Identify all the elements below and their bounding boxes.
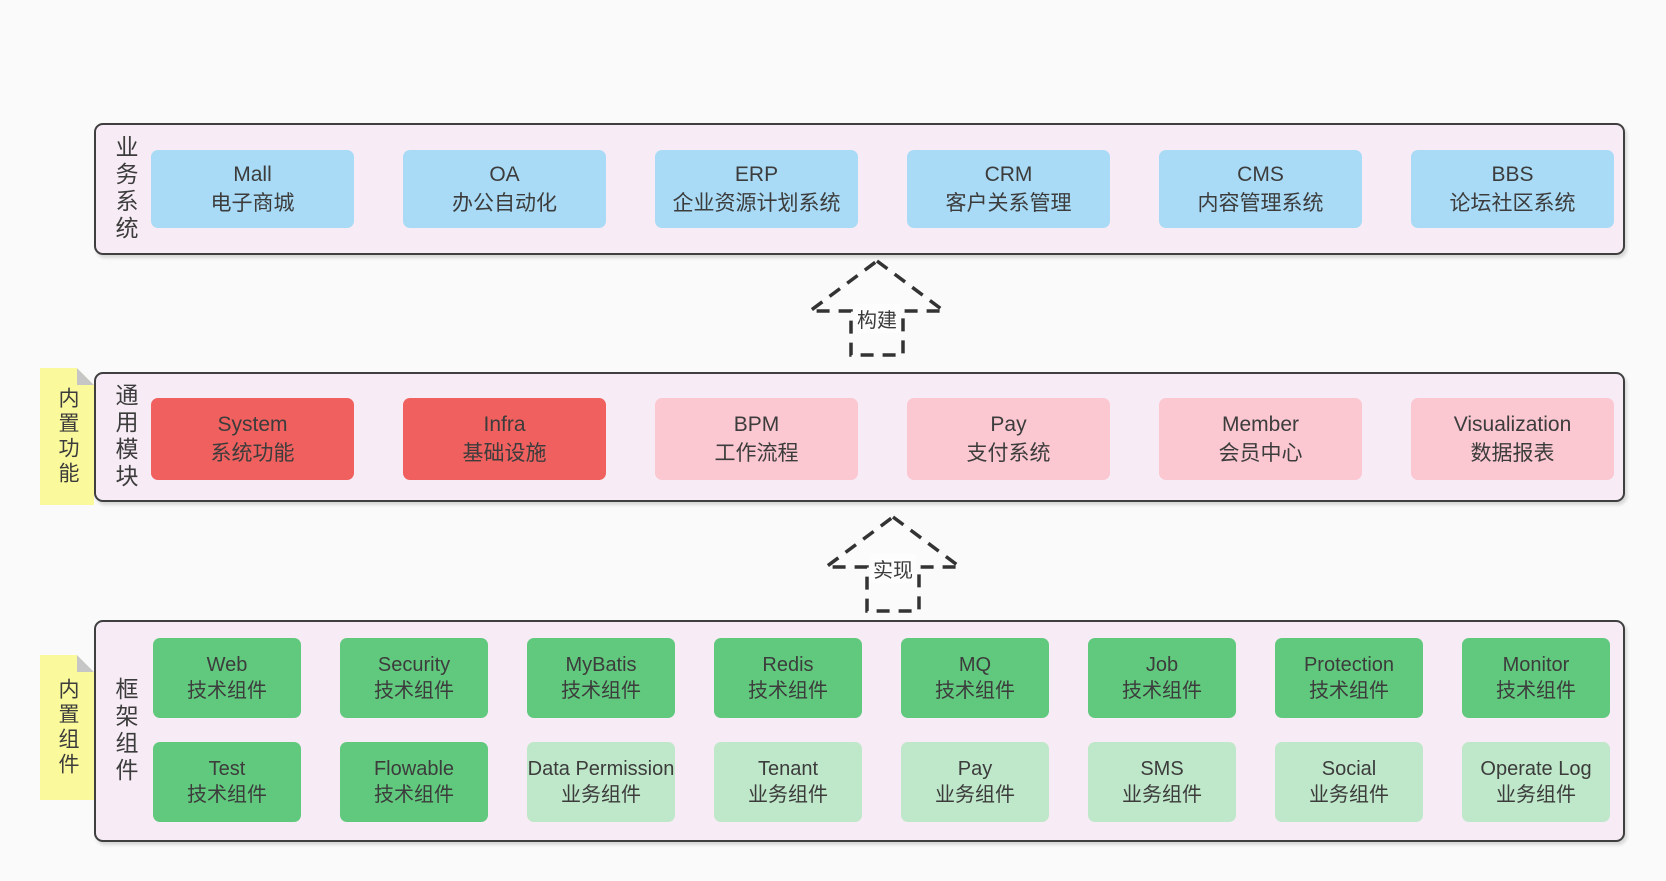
box-title-en: Security — [377, 654, 451, 676]
box-title-en: Pay — [990, 413, 1027, 436]
box-visualization: Visualization 数据报表 — [1411, 398, 1614, 480]
box-title-en: Flowable — [373, 758, 455, 780]
box-title-en: Web — [206, 654, 248, 676]
box-bbs: BBS 论坛社区系统 — [1411, 150, 1614, 228]
box-title-zh: 技术组件 — [748, 680, 828, 702]
box-title-zh: 业务组件 — [935, 784, 1015, 806]
box-title-zh: 内容管理系统 — [1197, 192, 1324, 215]
box-title-en: MQ — [958, 654, 992, 676]
box-title-en: Member — [1221, 413, 1300, 436]
box-test: Test 技术组件 — [153, 742, 301, 822]
panel-label-framework-components: 框架组件 — [112, 677, 138, 785]
box-oa: OA 办公自动化 — [403, 150, 606, 228]
box-title-en: BBS — [1491, 163, 1534, 186]
arrow-build-label: 构建 — [854, 304, 900, 333]
box-security: Security 技术组件 — [340, 638, 488, 718]
box-title-zh: 技术组件 — [374, 680, 454, 702]
box-title-zh: 系统功能 — [210, 442, 295, 465]
panel-business-systems: 业务系统 Mall 电子商城 OA 办公自动化 ERP 企业资源计划系统 CRM… — [94, 123, 1625, 255]
box-title-zh: 论坛社区系统 — [1449, 192, 1576, 215]
box-title-en: CMS — [1237, 163, 1284, 186]
box-title-zh: 业务组件 — [561, 784, 641, 806]
box-title-zh: 企业资源计划系统 — [672, 192, 841, 215]
box-title-zh: 技术组件 — [1496, 680, 1576, 702]
box-title-en: Protection — [1303, 654, 1395, 676]
box-system: System 系统功能 — [151, 398, 354, 480]
box-title-en: System — [217, 413, 288, 436]
box-title-zh: 技术组件 — [561, 680, 641, 702]
box-title-zh: 支付系统 — [966, 442, 1051, 465]
box-title-zh: 业务组件 — [1496, 784, 1576, 806]
box-title-en: ERP — [734, 163, 779, 186]
box-title-en: MyBatis — [565, 654, 637, 676]
box-title-zh: 基础设施 — [462, 442, 547, 465]
folded-corner-icon — [77, 655, 94, 672]
box-title-zh: 客户关系管理 — [945, 192, 1072, 215]
box-title-zh: 业务组件 — [748, 784, 828, 806]
arrow-implement-label: 实现 — [870, 554, 916, 583]
box-title-en: Infra — [483, 413, 526, 436]
box-infra: Infra 基础设施 — [403, 398, 606, 480]
box-title-en: Monitor — [1502, 654, 1570, 676]
sticky-built-in-features: 内置功能 — [40, 368, 94, 505]
box-title-zh: 办公自动化 — [452, 192, 557, 215]
box-protection: Protection 技术组件 — [1275, 638, 1423, 718]
box-member: Member 会员中心 — [1159, 398, 1362, 480]
sticky-label: 内置功能 — [56, 386, 79, 487]
folded-corner-icon — [77, 368, 94, 385]
box-monitor: Monitor 技术组件 — [1462, 638, 1610, 718]
box-title-en: Tenant — [757, 758, 819, 780]
box-title-en: Redis — [762, 654, 814, 676]
box-title-zh: 会员中心 — [1218, 442, 1303, 465]
box-title-zh: 电子商城 — [210, 192, 295, 215]
box-title-en: Operate Log — [1480, 758, 1592, 780]
box-title-en: Job — [1145, 654, 1179, 676]
box-flowable: Flowable 技术组件 — [340, 742, 488, 822]
box-erp: ERP 企业资源计划系统 — [655, 150, 858, 228]
box-job: Job 技术组件 — [1088, 638, 1236, 718]
sticky-built-in-components: 内置组件 — [40, 655, 94, 800]
box-pay-module: Pay 支付系统 — [907, 398, 1110, 480]
box-title-en: Data Permission — [527, 758, 675, 780]
box-web: Web 技术组件 — [153, 638, 301, 718]
box-social: Social 业务组件 — [1275, 742, 1423, 822]
box-pay-component: Pay 业务组件 — [901, 742, 1049, 822]
box-title-zh: 技术组件 — [187, 680, 267, 702]
box-title-zh: 技术组件 — [935, 680, 1015, 702]
box-mybatis: MyBatis 技术组件 — [527, 638, 675, 718]
box-title-en: Pay — [957, 758, 993, 780]
box-title-en: BPM — [733, 413, 780, 436]
box-cms: CMS 内容管理系统 — [1159, 150, 1362, 228]
box-data-permission: Data Permission 业务组件 — [527, 742, 675, 822]
box-crm: CRM 客户关系管理 — [907, 150, 1110, 228]
panel-label-common-modules: 通用模块 — [112, 383, 138, 491]
box-title-en: Test — [208, 758, 246, 780]
box-title-zh: 业务组件 — [1122, 784, 1202, 806]
box-title-en: SMS — [1140, 758, 1184, 780]
box-title-en: OA — [489, 163, 520, 186]
box-title-zh: 数据报表 — [1470, 442, 1555, 465]
box-operate-log: Operate Log 业务组件 — [1462, 742, 1610, 822]
box-bpm: BPM 工作流程 — [655, 398, 858, 480]
box-title-en: Social — [1321, 758, 1377, 780]
box-title-zh: 业务组件 — [1309, 784, 1389, 806]
panel-common-modules: 通用模块 System 系统功能 Infra 基础设施 BPM 工作流程 Pay… — [94, 372, 1625, 502]
box-redis: Redis 技术组件 — [714, 638, 862, 718]
box-title-zh: 技术组件 — [1309, 680, 1389, 702]
box-title-zh: 技术组件 — [187, 784, 267, 806]
box-title-en: Mall — [233, 163, 272, 186]
box-mall: Mall 电子商城 — [151, 150, 354, 228]
box-title-zh: 技术组件 — [1122, 680, 1202, 702]
panel-label-business-systems: 业务系统 — [112, 135, 138, 243]
box-tenant: Tenant 业务组件 — [714, 742, 862, 822]
box-sms: SMS 业务组件 — [1088, 742, 1236, 822]
box-mq: MQ 技术组件 — [901, 638, 1049, 718]
box-title-zh: 工作流程 — [714, 442, 799, 465]
box-title-en: CRM — [984, 163, 1033, 186]
box-title-en: Visualization — [1453, 413, 1572, 436]
sticky-label: 内置组件 — [56, 677, 79, 778]
panel-framework-components: 框架组件 Web 技术组件 Security 技术组件 MyBatis 技术组件… — [94, 620, 1625, 842]
box-title-zh: 技术组件 — [374, 784, 454, 806]
